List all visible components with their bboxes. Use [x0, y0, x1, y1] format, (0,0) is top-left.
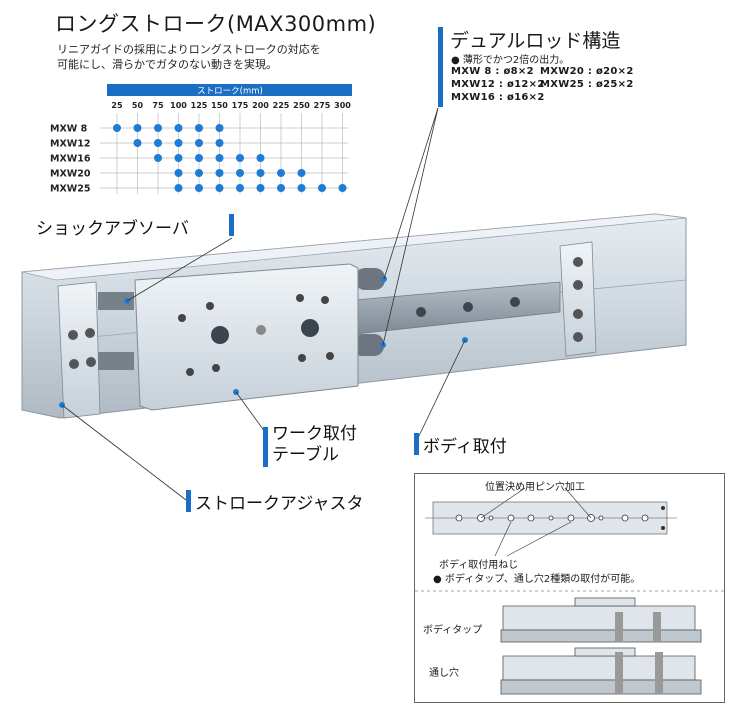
stroke-value-label: 50	[132, 101, 144, 110]
model-label: MXW20	[50, 169, 91, 180]
stroke-adjuster-label: ストロークアジャスタ	[195, 494, 364, 514]
availability-dot	[195, 139, 203, 147]
availability-dot	[195, 184, 203, 192]
availability-dot	[154, 154, 162, 162]
dual-rod-title: デュアルロッド構造	[450, 30, 621, 52]
model-label: MXW25	[50, 184, 90, 195]
availability-dot	[256, 184, 265, 192]
shock-absorber-callout: ショックアブソーバ	[36, 214, 189, 239]
availability-dot	[133, 124, 142, 132]
stroke-value-label: 275	[314, 101, 331, 110]
availability-dot	[236, 184, 244, 192]
availability-dot	[236, 154, 244, 162]
through-hole-label: 通し穴	[429, 668, 459, 679]
availability-dot	[277, 184, 285, 192]
availability-dot	[318, 184, 326, 192]
dual-rod-spec: MXW25 : ø25×2	[540, 79, 634, 90]
dual-rod-spec: MXW16 : ø16×2	[451, 92, 545, 103]
body-tap-label: ボディタップ	[423, 625, 483, 636]
availability-dot	[215, 139, 224, 147]
availability-dot	[277, 169, 285, 177]
availability-dot	[297, 184, 306, 192]
stroke-value-label: 75	[152, 101, 164, 110]
availability-dot	[174, 169, 183, 177]
description-line: リニアガイドの採用によりロングストロークの対応を	[57, 43, 321, 56]
availability-dot	[338, 184, 347, 192]
shock-absorber-label: ショックアブソーバ	[36, 219, 189, 239]
stroke-value-label: 200	[252, 101, 269, 110]
stroke-value-label: 25	[111, 101, 123, 110]
availability-dot	[174, 124, 183, 132]
model-label: MXW12	[50, 139, 90, 150]
dual-rod-spec: MXW 8 : ø8×2	[451, 66, 534, 77]
availability-dot	[133, 139, 142, 147]
availability-dot	[297, 169, 306, 177]
availability-dot	[154, 124, 162, 132]
page-title: ロングストローク(MAX300mm)	[55, 12, 377, 36]
availability-dot	[256, 169, 265, 177]
availability-dot	[174, 154, 183, 162]
stroke-value-label: 100	[170, 101, 187, 110]
description: リニアガイドの採用によりロングストロークの対応を 可能にし、滑らかでガタのない動…	[57, 42, 321, 72]
stroke-value-label: 300	[334, 101, 351, 110]
availability-dot	[195, 124, 203, 132]
work-mount-label-line: テーブル	[272, 445, 339, 465]
work-mount-accent-bar	[263, 427, 268, 467]
mounting-inset: 位置決め用ピン穴加工 ボディ取付用ねじ ● ボディタップ、通し穴2種類の取付が可…	[414, 473, 725, 703]
body-mount-accent-bar	[414, 433, 419, 455]
availability-dot	[215, 124, 224, 132]
availability-dot	[195, 169, 203, 177]
work-mount-callout: ワーク取付 テーブル	[272, 424, 357, 466]
dual-rod-spec: MXW12 : ø12×2	[451, 79, 545, 90]
availability-dot	[154, 139, 162, 147]
availability-dot	[215, 169, 224, 177]
mounting-note: ● ボディタップ、通し穴2種類の取付が可能。	[433, 574, 641, 585]
positioning-pin-label: 位置決め用ピン穴加工	[485, 482, 585, 493]
mounting-diagram	[415, 487, 724, 695]
body-screw-label: ボディ取付用ねじ	[439, 560, 519, 571]
stroke-value-label: 175	[232, 101, 249, 110]
stroke-caption-bar	[107, 84, 352, 96]
stroke-value-label: 125	[191, 101, 208, 110]
availability-dot	[195, 154, 203, 162]
availability-dot	[215, 154, 224, 162]
stroke-caption: ストローク(mm)	[197, 87, 263, 97]
body-mount-label: ボディ取付	[423, 437, 507, 457]
availability-dot	[236, 169, 244, 177]
dual-rod-note: ● 薄形でかつ2倍の出力。	[451, 55, 570, 66]
availability-dot	[174, 184, 183, 192]
availability-dot	[113, 124, 121, 132]
availability-dot	[215, 184, 224, 192]
description-line: 可能にし、滑らかでガタのない動きを実現。	[57, 58, 277, 71]
stroke-value-label: 150	[211, 101, 228, 110]
availability-dot	[174, 139, 183, 147]
model-label: MXW 8	[50, 124, 88, 135]
shock-absorber-accent-bar	[229, 214, 234, 236]
stroke-adjuster-accent-bar	[186, 490, 191, 512]
stroke-value-label: 250	[293, 101, 310, 110]
dual-rod-spec: MXW20 : ø20×2	[540, 66, 634, 77]
model-label: MXW16	[50, 154, 91, 165]
work-mount-label-line: ワーク取付	[272, 424, 357, 444]
availability-dot	[256, 154, 265, 162]
stroke-value-label: 225	[273, 101, 290, 110]
dual-rod-accent-bar	[438, 27, 443, 107]
